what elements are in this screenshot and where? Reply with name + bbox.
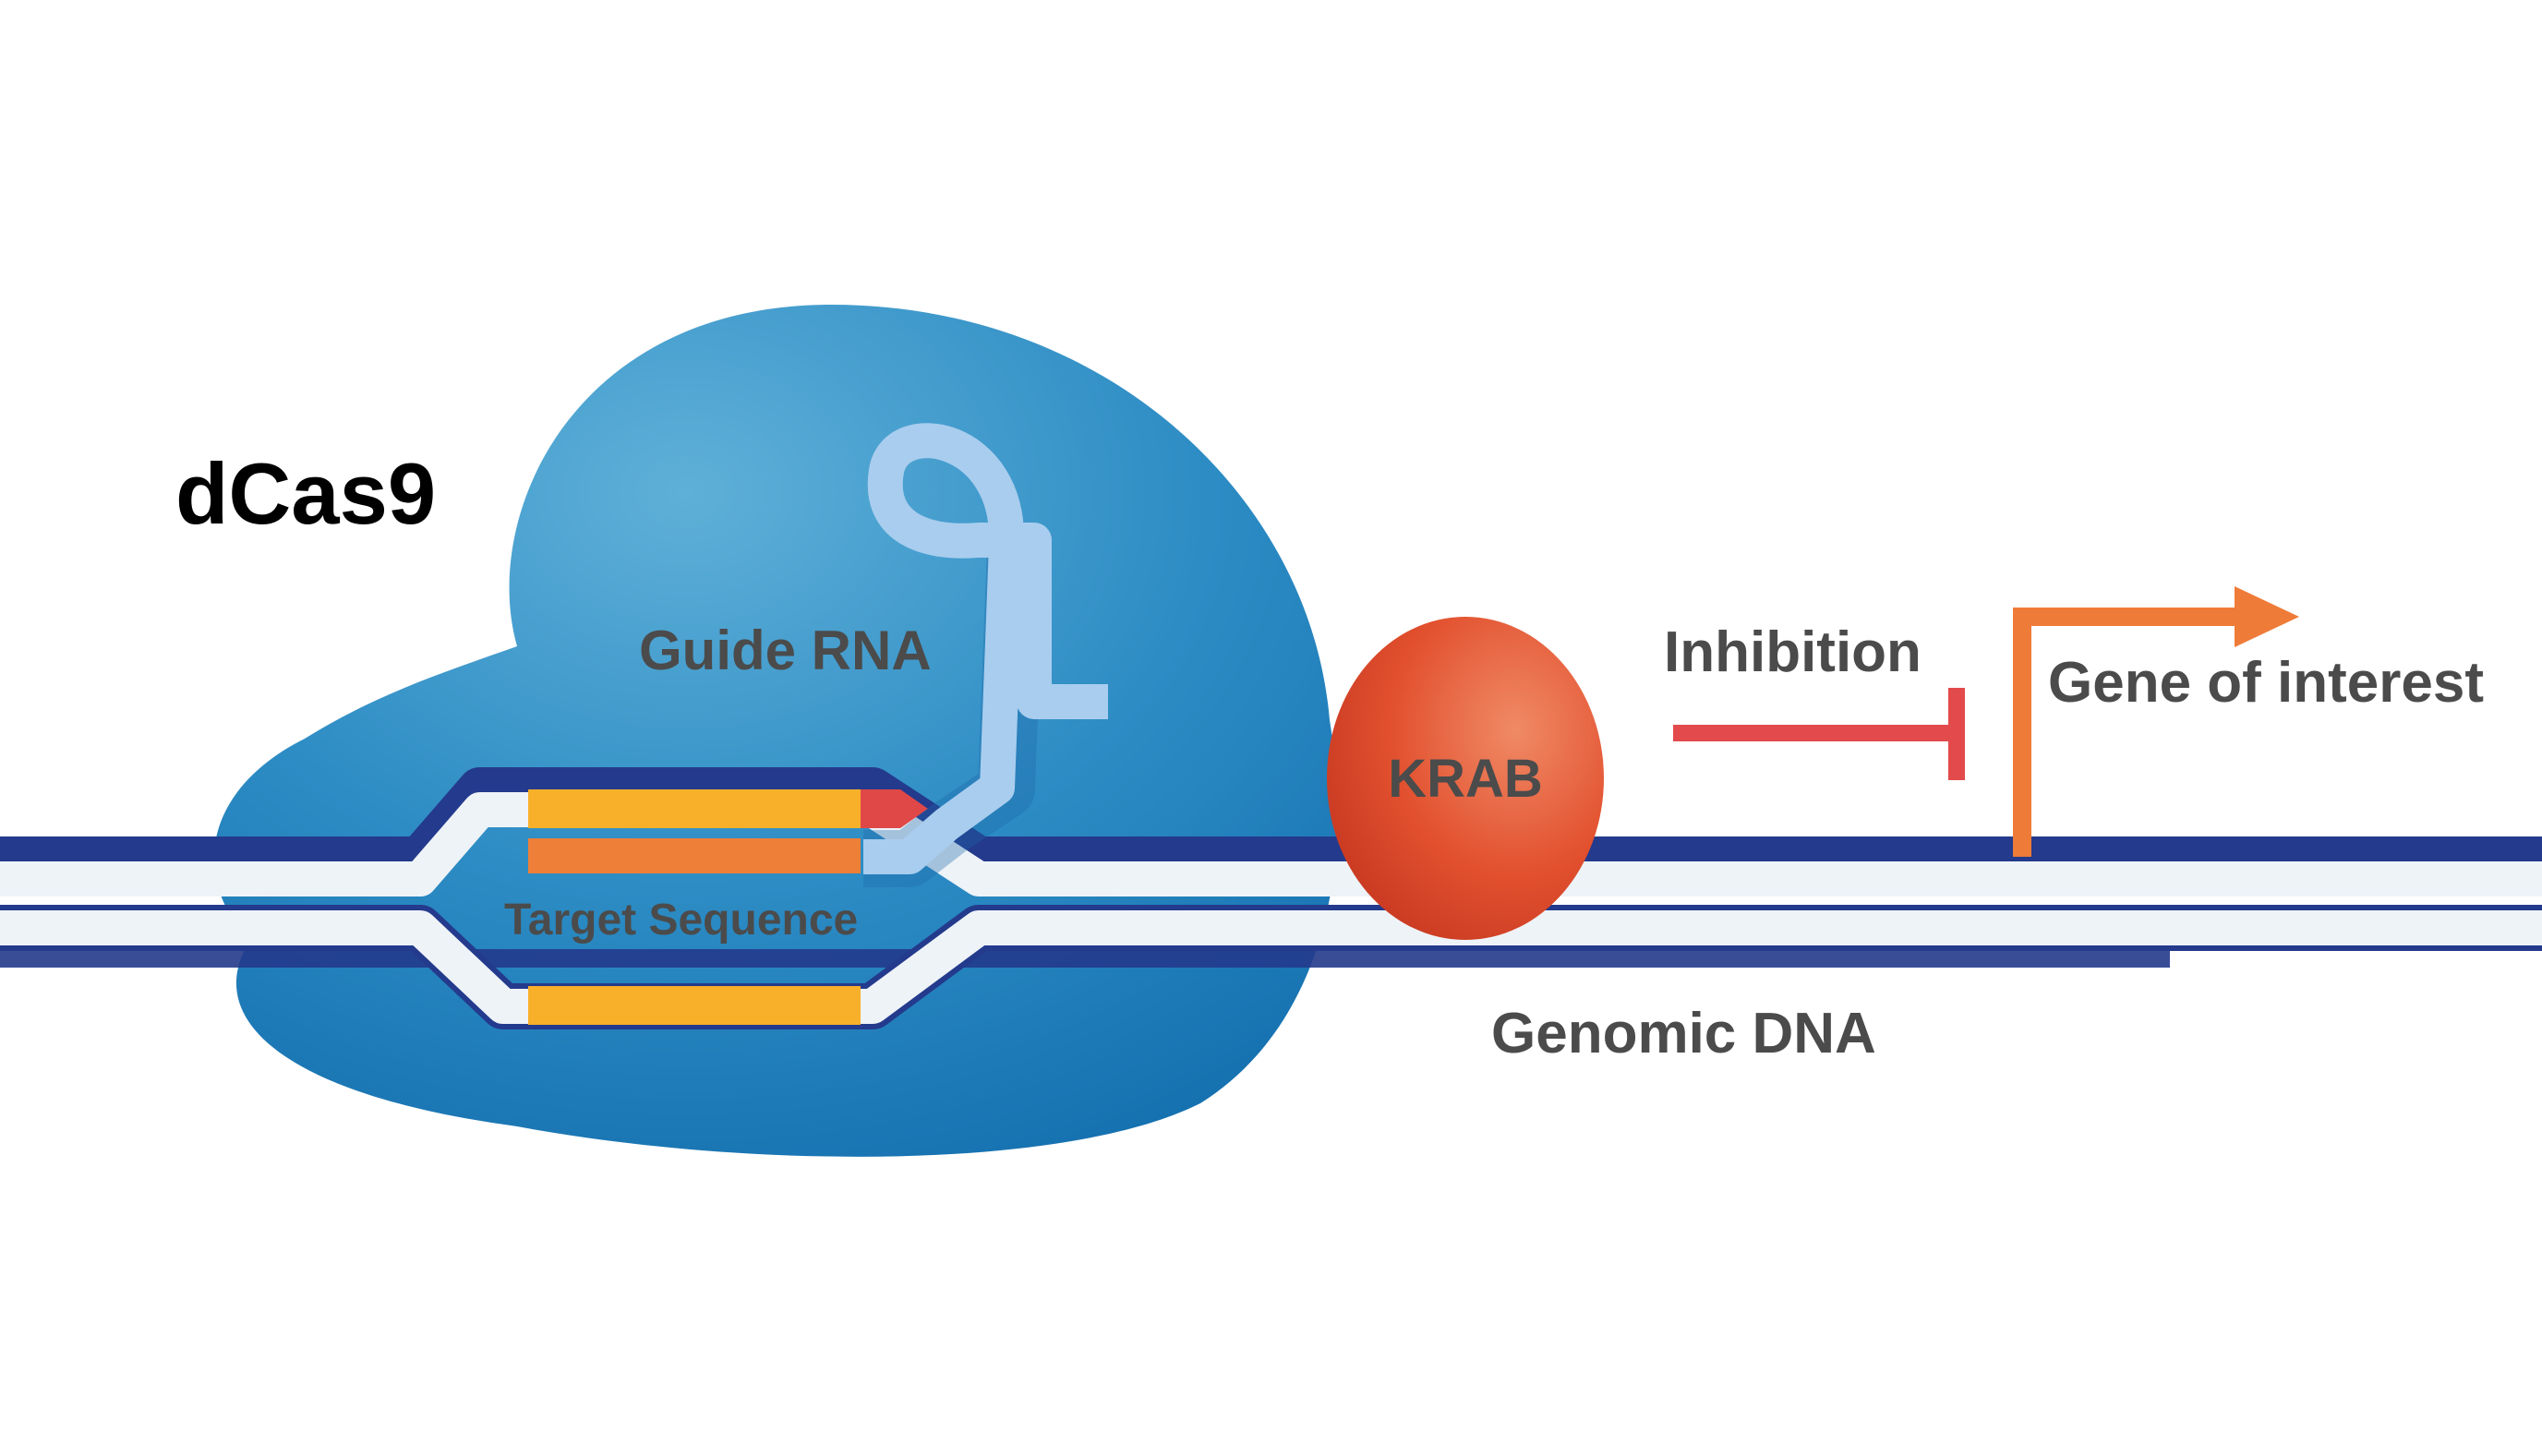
krab-domain [1327, 617, 1604, 940]
dcas9-label: dCas9 [175, 445, 436, 542]
inhibition-symbol [1673, 688, 1965, 780]
gene-of-interest-label: Gene of interest [2048, 651, 2484, 715]
pam-tip [861, 789, 928, 828]
krab-label: KRAB [1388, 749, 1543, 809]
gene-promoter-arrow [2013, 586, 2299, 857]
inhibition-label: Inhibition [1664, 620, 1922, 684]
guide-rna [863, 423, 1108, 887]
target-strand-top [528, 789, 861, 828]
genomic-dna-label: Genomic DNA [1491, 1002, 1876, 1065]
target-strand-bottom [528, 986, 861, 1025]
target-sequence-label: Target Sequence [504, 896, 858, 945]
guide-strand [528, 838, 861, 873]
guide-rna-label: Guide RNA [639, 620, 932, 681]
